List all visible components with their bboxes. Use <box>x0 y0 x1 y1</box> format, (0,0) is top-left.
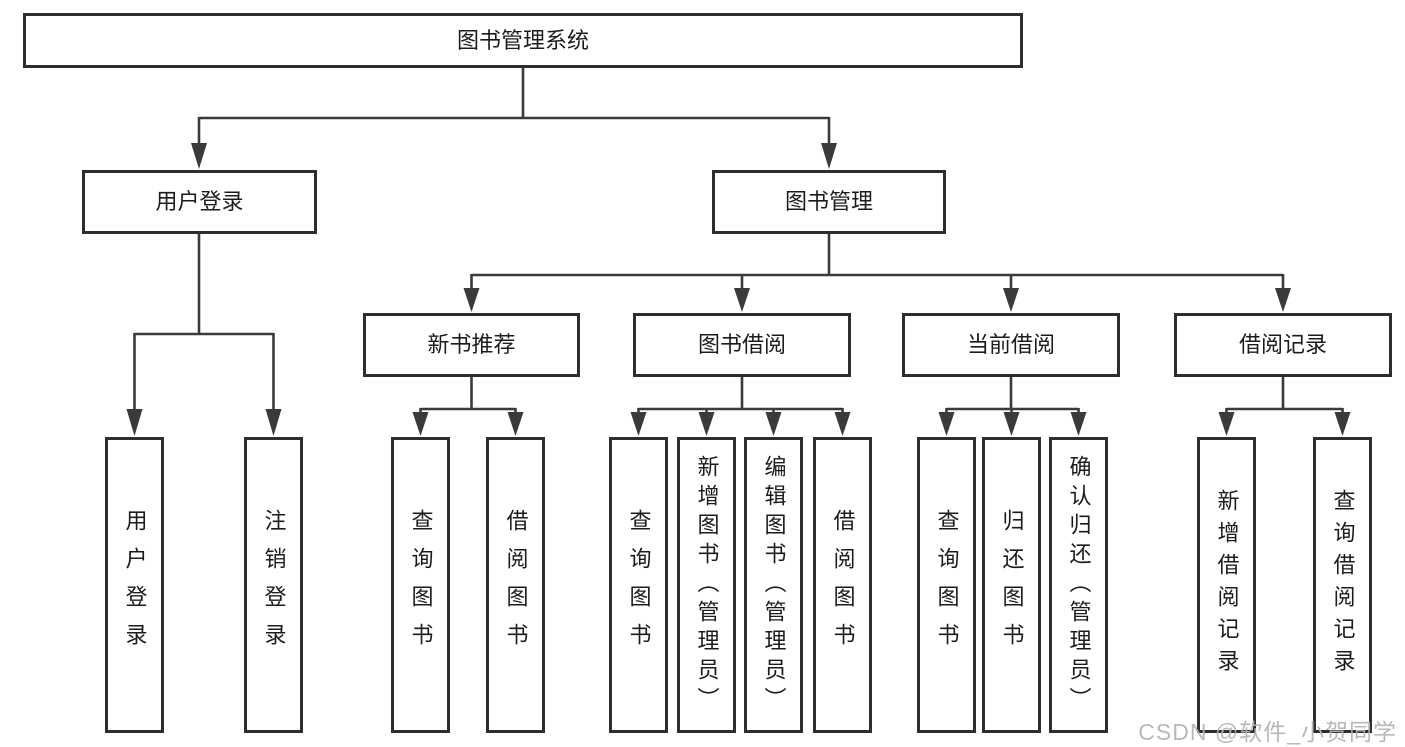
leaf-return-book: 归还图书 <box>982 437 1041 733</box>
node-label: 当前借阅 <box>966 332 1055 357</box>
node-label: 图书借阅 <box>697 332 786 357</box>
node-label: 图书管理系统 <box>456 27 589 53</box>
leaf-query-books-recommend: 查询图书 <box>391 437 450 733</box>
arrowhead <box>1003 412 1020 436</box>
node-label: 新增借阅记录 <box>1214 489 1240 681</box>
node-book-borrowing: 图书借阅 <box>633 313 851 377</box>
node-label: 查询图书 <box>934 509 960 661</box>
node-label: 查询图书 <box>626 509 652 661</box>
leaf-logout: 注销登录 <box>244 437 303 733</box>
arrowhead <box>834 412 851 436</box>
leaf-user-login: 用户登录 <box>105 437 164 733</box>
node-user-login: 用户登录 <box>82 170 317 234</box>
node-label: 确认归还（管理员） <box>1066 454 1092 716</box>
node-label: 编辑图书（管理员） <box>761 454 787 716</box>
arrowhead <box>698 412 715 436</box>
connector-user-login-to-leaves <box>126 234 282 436</box>
arrowhead <box>1275 288 1291 312</box>
node-label: 新增图书（管理员） <box>694 454 720 716</box>
node-borrowing-records: 借阅记录 <box>1174 313 1392 377</box>
node-new-book-recommend: 新书推荐 <box>363 313 580 377</box>
node-label: 图书管理 <box>784 189 873 214</box>
node-label: 借阅图书 <box>503 509 529 661</box>
leaf-borrow-books-recommend: 借阅图书 <box>486 437 545 733</box>
leaf-add-book-admin: 新增图书（管理员） <box>677 437 736 733</box>
leaf-query-borrow-record: 查询借阅记录 <box>1313 437 1372 733</box>
arrowhead <box>507 412 524 436</box>
node-label: 归还图书 <box>999 509 1025 661</box>
leaf-borrow-books-borrow: 借阅图书 <box>813 437 872 733</box>
leaf-query-books-borrow: 查询图书 <box>609 437 668 733</box>
arrowhead <box>630 412 647 436</box>
node-root-system: 图书管理系统 <box>23 13 1023 68</box>
arrowhead <box>265 409 282 436</box>
watermark: CSDN @软件_小贺同学 <box>1138 719 1397 745</box>
connector-book-mgmt-to-level3 <box>463 234 1291 312</box>
node-label: 查询借阅记录 <box>1330 489 1356 681</box>
node-label: 查询图书 <box>408 509 434 661</box>
node-label: 借阅记录 <box>1238 332 1327 357</box>
arrowhead <box>126 409 143 436</box>
connector-current-to-leaves <box>938 377 1087 436</box>
connector-records-to-leaves <box>1218 377 1351 436</box>
node-book-management: 图书管理 <box>712 170 946 234</box>
arrowhead <box>821 143 837 169</box>
arrowhead <box>412 412 429 436</box>
arrowhead <box>191 143 207 169</box>
node-label: 借阅图书 <box>830 509 856 661</box>
node-label: 新书推荐 <box>427 332 516 357</box>
arrowhead <box>734 288 750 312</box>
node-label: 用户登录 <box>155 189 244 214</box>
arrowhead <box>765 412 782 436</box>
node-label: 注销登录 <box>261 509 287 661</box>
node-label: 用户登录 <box>122 509 148 661</box>
arrowhead <box>463 288 480 312</box>
leaf-add-borrow-record: 新增借阅记录 <box>1197 437 1256 733</box>
node-current-borrowing: 当前借阅 <box>902 313 1120 377</box>
arrowhead <box>1070 412 1087 436</box>
arrowhead <box>1334 412 1351 436</box>
connector-borrow-to-leaves <box>630 377 851 436</box>
leaf-edit-book-admin: 编辑图书（管理员） <box>744 437 803 733</box>
arrowhead <box>938 412 955 436</box>
arrowhead <box>1218 412 1235 436</box>
leaf-confirm-return-admin: 确认归还（管理员） <box>1049 437 1108 733</box>
leaf-query-books-current: 查询图书 <box>917 437 976 733</box>
arrowhead <box>1003 288 1019 312</box>
connector-root-to-level2 <box>191 68 837 169</box>
connector-recommend-to-leaves <box>412 377 524 436</box>
